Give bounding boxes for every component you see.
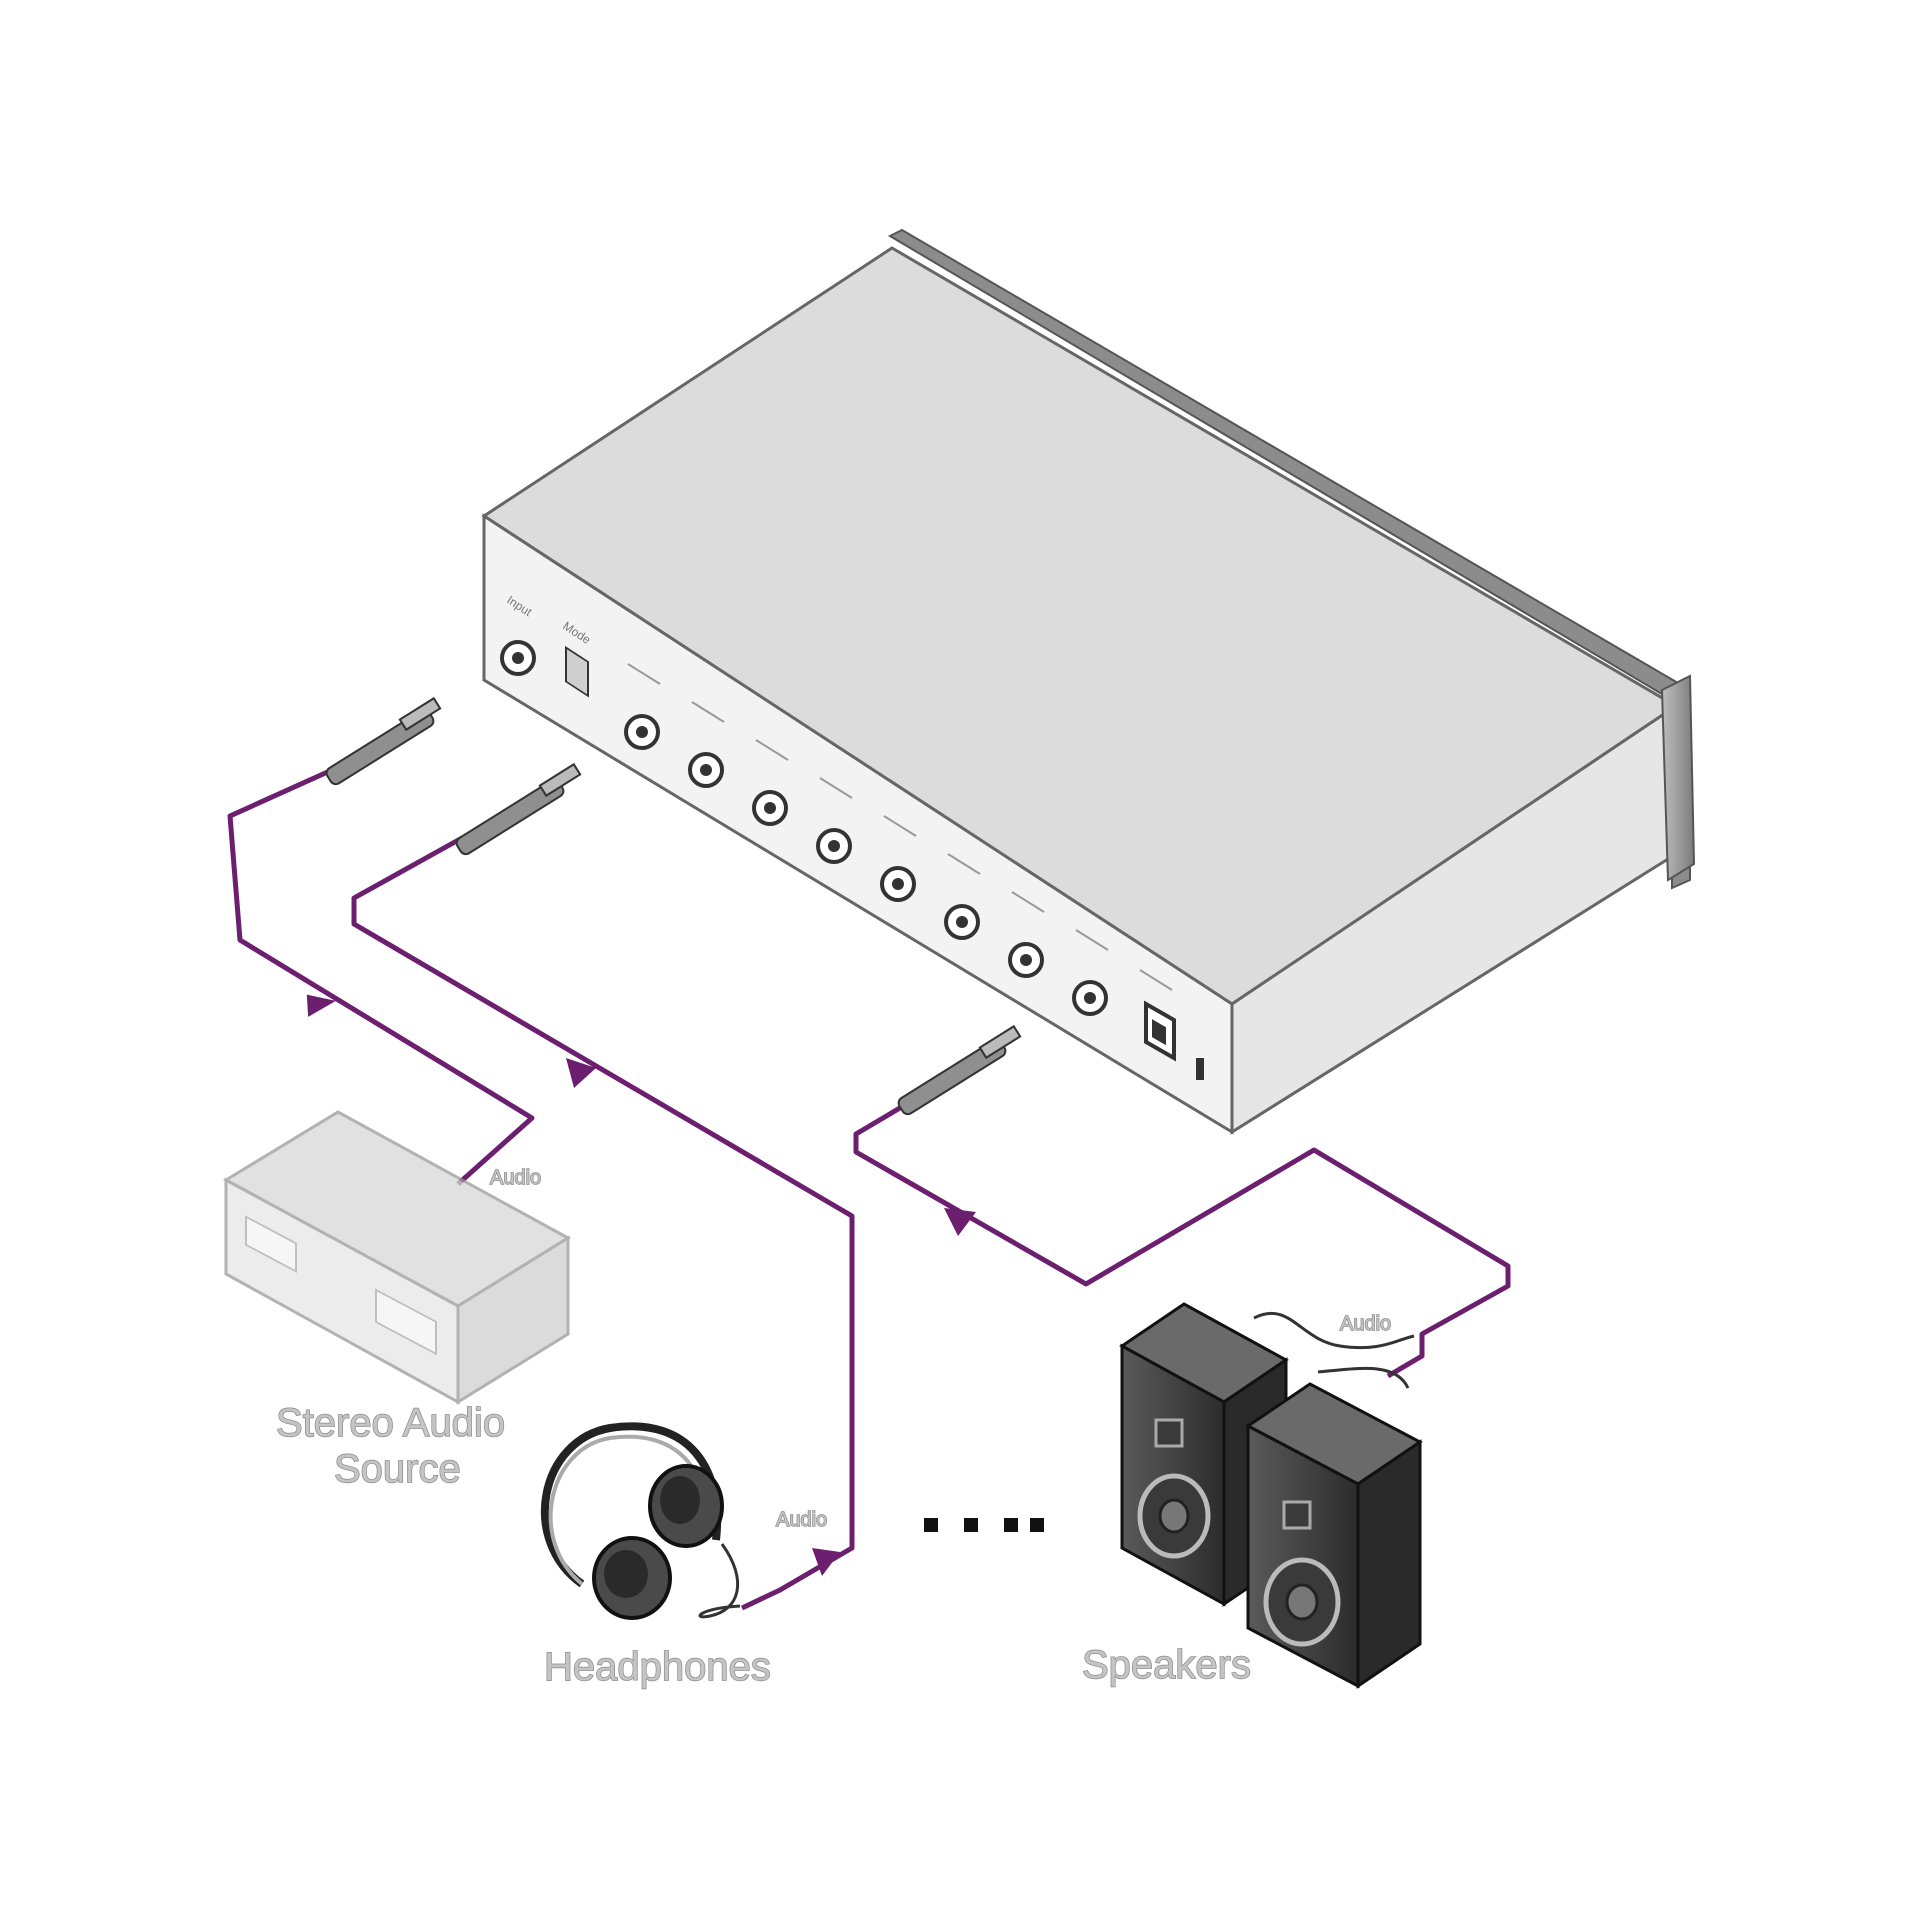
audio-label-speakers: Audio bbox=[1340, 1313, 1391, 1335]
rack-ear bbox=[1660, 674, 1696, 882]
arrow-down-icon bbox=[566, 1058, 596, 1088]
headphones-label: Headphones bbox=[544, 1645, 771, 1689]
speakers-plug bbox=[897, 1024, 1022, 1116]
output-port-1 bbox=[624, 714, 660, 750]
stereo-audio-source bbox=[222, 1110, 571, 1405]
earcup-right bbox=[648, 1464, 724, 1548]
speakers-label: Speakers bbox=[1082, 1643, 1251, 1687]
speakers-icon bbox=[1119, 1302, 1423, 1689]
headphones-icon bbox=[541, 1422, 741, 1620]
source-side bbox=[456, 1235, 570, 1405]
output-port-4 bbox=[816, 828, 852, 864]
flow-arrows bbox=[306, 994, 976, 1576]
output-port-2 bbox=[688, 752, 724, 788]
speaker-wires bbox=[1253, 1311, 1415, 1389]
speaker-front bbox=[1245, 1382, 1423, 1689]
output-port-5 bbox=[880, 866, 916, 902]
level-switch: Mode bbox=[560, 619, 593, 698]
source-cable bbox=[227, 767, 535, 1186]
more-outputs-ellipsis bbox=[924, 1518, 1044, 1532]
arrow-down-icon bbox=[944, 1208, 976, 1236]
output-port-3 bbox=[752, 790, 788, 826]
source-label-line2: Source bbox=[334, 1447, 461, 1491]
headphone-cord bbox=[698, 1543, 741, 1619]
power-connector bbox=[1144, 1000, 1204, 1080]
plugs bbox=[325, 696, 1022, 1116]
port-label-marks bbox=[627, 663, 1173, 991]
output-port-8 bbox=[1072, 980, 1108, 1016]
output-port-6 bbox=[944, 904, 980, 940]
distribution-amplifier: Input Mode bbox=[481, 228, 1696, 1135]
speakers-cable bbox=[853, 1099, 1511, 1379]
arrow-down-icon bbox=[812, 1548, 840, 1576]
source-label-line1: Stereo Audio bbox=[276, 1401, 505, 1445]
output-port-7 bbox=[1008, 942, 1044, 978]
headphones-plug bbox=[455, 762, 582, 856]
headphones-cable bbox=[351, 835, 855, 1611]
arrow-up-icon bbox=[306, 994, 336, 1017]
audio-label-headphones: Audio bbox=[776, 1509, 827, 1531]
cables bbox=[227, 767, 1511, 1611]
earcup-left bbox=[592, 1536, 672, 1620]
audio-label-source: Audio bbox=[490, 1167, 541, 1189]
input-plug bbox=[325, 696, 442, 786]
